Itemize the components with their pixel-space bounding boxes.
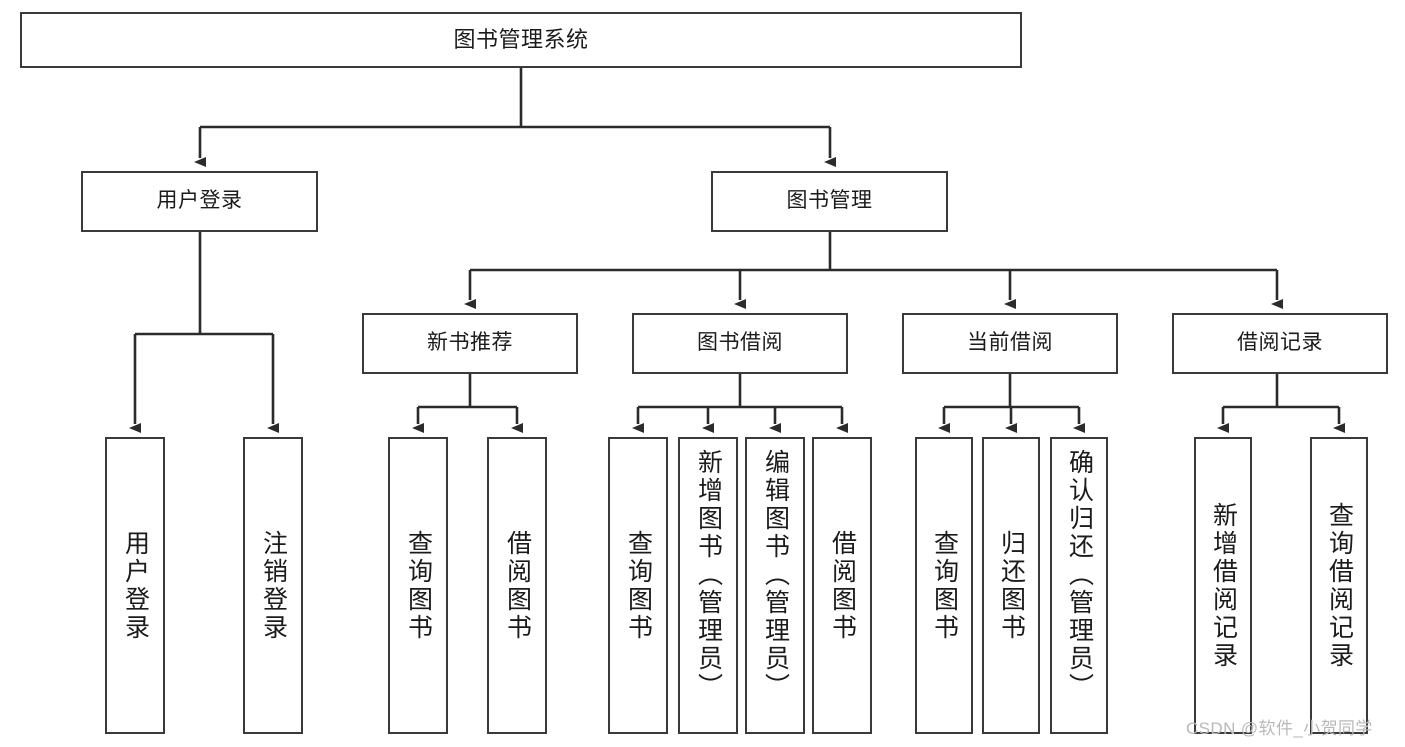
- node-book-borrow-label: 图书借阅: [697, 331, 783, 355]
- node-leaf-return-book-label: 归还图书: [997, 529, 1026, 642]
- node-user-login-label: 用户登录: [156, 189, 243, 213]
- node-book-manage-label: 图书管理: [786, 189, 873, 213]
- node-leaf-query-record[interactable]: 查询借阅记录: [1310, 437, 1368, 734]
- node-leaf-logout[interactable]: 注销登录: [243, 437, 303, 734]
- node-leaf-add-book-label: 新增图书（管理员）: [694, 449, 723, 701]
- node-root-label: 图书管理系统: [453, 27, 589, 53]
- node-leaf-query-book-1[interactable]: 查询图书: [388, 437, 448, 734]
- node-leaf-return-book[interactable]: 归还图书: [982, 437, 1040, 734]
- node-book-borrow[interactable]: 图书借阅: [632, 313, 848, 374]
- node-new-book-recommend[interactable]: 新书推荐: [362, 313, 578, 374]
- node-new-book-recommend-label: 新书推荐: [427, 331, 513, 355]
- node-borrow-record-label: 借阅记录: [1237, 331, 1323, 355]
- node-borrow-record[interactable]: 借阅记录: [1172, 313, 1388, 374]
- node-leaf-logout-label: 注销登录: [259, 529, 288, 642]
- node-leaf-edit-book[interactable]: 编辑图书（管理员）: [745, 437, 805, 734]
- node-leaf-query-book-3-label: 查询图书: [930, 529, 959, 642]
- node-leaf-user-login-label: 用户登录: [121, 529, 150, 642]
- node-leaf-confirm-return-label: 确认归还（管理员）: [1065, 449, 1094, 701]
- node-leaf-add-book[interactable]: 新增图书（管理员）: [678, 437, 738, 734]
- node-leaf-query-book-2[interactable]: 查询图书: [608, 437, 668, 734]
- node-leaf-query-book-3[interactable]: 查询图书: [915, 437, 973, 734]
- node-current-borrow-label: 当前借阅: [967, 331, 1053, 355]
- node-leaf-edit-book-label: 编辑图书（管理员）: [761, 449, 790, 701]
- node-leaf-query-book-2-label: 查询图书: [624, 529, 653, 642]
- node-leaf-confirm-return[interactable]: 确认归还（管理员）: [1050, 437, 1108, 734]
- node-leaf-borrow-book-2[interactable]: 借阅图书: [812, 437, 872, 734]
- node-leaf-add-record[interactable]: 新增借阅记录: [1194, 437, 1252, 734]
- node-leaf-borrow-book-1[interactable]: 借阅图书: [487, 437, 547, 734]
- node-leaf-borrow-book-1-label: 借阅图书: [503, 529, 532, 642]
- node-root[interactable]: 图书管理系统: [20, 12, 1022, 68]
- node-book-manage[interactable]: 图书管理: [711, 171, 948, 232]
- csdn-watermark: CSDN @软件_小贺同学: [1186, 719, 1373, 738]
- node-leaf-borrow-book-2-label: 借阅图书: [828, 529, 857, 642]
- node-leaf-query-book-1-label: 查询图书: [404, 529, 433, 642]
- node-current-borrow[interactable]: 当前借阅: [902, 313, 1118, 374]
- node-user-login[interactable]: 用户登录: [81, 171, 318, 232]
- node-leaf-query-record-label: 查询借阅记录: [1325, 501, 1354, 670]
- node-leaf-add-record-label: 新增借阅记录: [1209, 501, 1238, 670]
- node-leaf-user-login[interactable]: 用户登录: [105, 437, 165, 734]
